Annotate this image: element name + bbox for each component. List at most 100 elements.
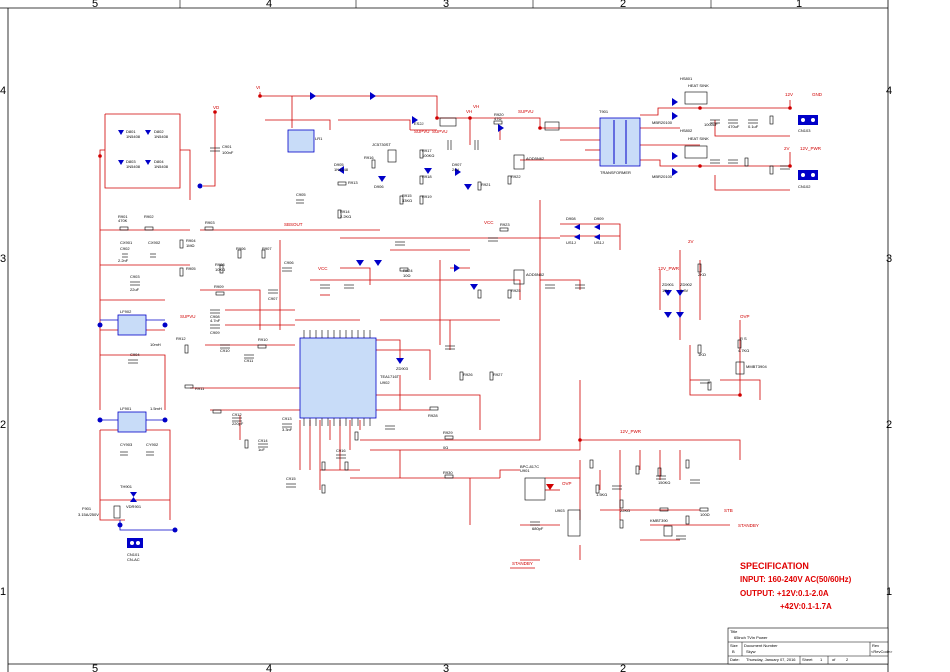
title-block: Title 65inch TVin Power Size B Document … xyxy=(727,627,893,665)
net-supvu-2: SUPVU xyxy=(432,129,448,134)
refdes-34: C904 xyxy=(130,352,140,357)
refdes-23: R923 xyxy=(500,222,510,227)
bridge-diode-4: D804 xyxy=(154,159,164,164)
bridge-diode-2: D802 xyxy=(154,129,164,134)
choke-2-value: 1.5mH xyxy=(150,406,162,411)
net-ovp-2: OVP xyxy=(562,481,572,486)
value-23: 10Ω xyxy=(403,273,410,278)
output-diode-2-value: MBR20100 xyxy=(652,174,673,179)
refdes-36: C906 xyxy=(284,260,294,265)
col-label-bottom-5: 5 xyxy=(92,663,98,672)
value-2: 22uF xyxy=(130,287,140,292)
transistor-array: AOD5N62 AOD5N62 JC5730ST MMBT3904 KMBT39… xyxy=(372,142,767,537)
bridge-ic-lr1-label: LR1 xyxy=(315,136,323,141)
net-labels: VD VI VH VH SUPVU SUPVU SUPVU SUPVU 12V … xyxy=(180,85,823,566)
tb-sheet-label: Sheet xyxy=(802,657,813,662)
tb-rev-label: Rev xyxy=(872,643,879,648)
small-ics: LR1 U901 BPC-817C U903 xyxy=(287,117,581,537)
refdes-29: R929 xyxy=(443,430,453,435)
x-cap-1-label: CX901 xyxy=(120,240,133,245)
refdes-41: C911 xyxy=(244,358,254,363)
col-label-bottom-2: 2 xyxy=(620,663,626,672)
refdes-30: R930 xyxy=(443,470,453,475)
choke-2-label: LF901 xyxy=(120,406,132,411)
value-14: US1J xyxy=(594,240,604,245)
value-11: 0.1uF xyxy=(748,124,759,129)
value-28: 22KΩ xyxy=(620,508,630,513)
value-8: 220pF xyxy=(232,421,244,426)
tb-title-label: Title xyxy=(730,629,738,634)
net-vcc-2: VCC xyxy=(318,266,328,271)
refdes-35: C905 xyxy=(296,192,306,197)
ac-connector-label: CN101 xyxy=(127,552,140,557)
line-filter: LF902 LF901 10mH 1.5mH F901 3.15A/250V V… xyxy=(78,240,162,562)
value-25: 680pF xyxy=(532,526,544,531)
shunt-regulator xyxy=(567,509,581,537)
optocoupler-value: BPC-817C xyxy=(520,464,539,469)
refdes-44: C914 xyxy=(258,438,268,443)
fuse-label: F901 xyxy=(82,506,92,511)
net-2v: 2V xyxy=(784,146,790,151)
y-cap-2-label: CY902 xyxy=(146,442,159,447)
refdes-32: C902 xyxy=(120,246,130,251)
net-2v-b: 2V xyxy=(688,239,694,244)
refdes-18: R918 xyxy=(422,174,432,179)
value-12: ES2J xyxy=(414,121,424,126)
value-29: 100Ω xyxy=(700,512,710,517)
net-12v: 12V xyxy=(785,92,793,97)
refdes-14: R914 xyxy=(340,209,350,214)
refdes-31: C901 xyxy=(222,144,232,149)
x-cap-2-label: CX902 xyxy=(148,240,161,245)
refdes-13: R913 xyxy=(348,180,358,185)
tb-of-value: 2 xyxy=(846,657,849,662)
value-10: 470uF xyxy=(728,124,740,129)
value-5: 1MΩ xyxy=(186,243,195,248)
refdes-43: C913 xyxy=(282,416,292,421)
bridge-diode-2-value: 1N5408 xyxy=(154,134,169,139)
net-stb: STB xyxy=(724,508,733,513)
refdes-5: R905 xyxy=(186,266,196,271)
fuse-value: 3.15A/250V xyxy=(78,512,99,517)
refdes-6: R906 xyxy=(236,246,246,251)
bridge-diode-1: D801 xyxy=(126,129,136,134)
net-gnd: GND xyxy=(812,92,823,97)
shunt-regulator-label: U903 xyxy=(555,508,565,513)
refdes-54: ZD903 xyxy=(396,366,409,371)
refdes-27: R927 xyxy=(493,372,503,377)
bridge-diode-1-value: 1N5408 xyxy=(126,134,141,139)
connector-2-label: CN103 xyxy=(798,128,811,133)
value-13: US1J xyxy=(566,240,576,245)
tb-of-label: of xyxy=(832,657,836,662)
refdes-33: C903 xyxy=(130,274,140,279)
refdes-8: R908 xyxy=(215,262,225,267)
bridge-diode-3-value: 1N5408 xyxy=(126,164,141,169)
value-7: 4.7nF xyxy=(210,318,221,323)
refdes-20: R920 xyxy=(494,112,504,117)
row-label-1: 1 xyxy=(0,586,6,598)
connector-3-label: CN102 xyxy=(798,184,811,189)
mosfet-1-value: AOD5N62 xyxy=(526,156,545,161)
refdes-21: R921 xyxy=(481,182,491,187)
value-3: 2.2nF xyxy=(118,258,129,263)
spec-output-1: OUTPUT: +12V:0.1-2.0A xyxy=(740,589,829,598)
spec-title: SPECIFICATION xyxy=(740,561,809,571)
value-30: 2KΩ xyxy=(698,272,706,277)
value-17: 33KΩ xyxy=(402,198,412,203)
refdes-1: R901 xyxy=(118,214,128,219)
bridge-ic-lr1 xyxy=(287,129,315,153)
col-label-1: 1 xyxy=(796,0,802,10)
bridge-diode-4-value: 1N5408 xyxy=(154,164,169,169)
refdes-45: C915 xyxy=(286,476,296,481)
controller-ic-value: TEA1716T xyxy=(380,374,400,379)
tb-doc-label: Document Number xyxy=(744,643,778,648)
heatsink-2-id: HS802 xyxy=(680,128,693,133)
common-mode-choke-2 xyxy=(117,411,147,433)
transformer: T901 TRANSFORMER xyxy=(599,109,641,175)
tb-size-value: B xyxy=(732,649,735,654)
column-ticks xyxy=(179,0,712,8)
net-ovp: OVP xyxy=(740,314,750,319)
net-vd: VD xyxy=(213,105,220,110)
net-supvu-4: SUPVU xyxy=(180,314,196,319)
value-9: 1000uF xyxy=(704,122,718,127)
tb-rev-value: <RevCode> xyxy=(871,649,893,654)
